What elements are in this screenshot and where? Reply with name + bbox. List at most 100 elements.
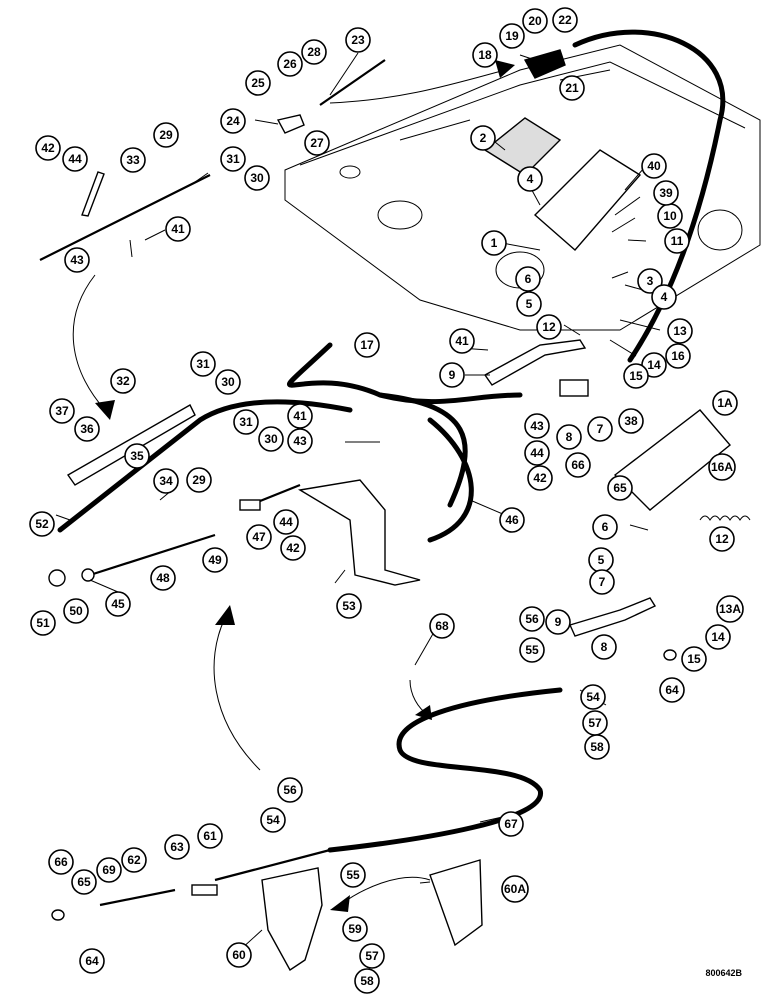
drawing-code: 800642B — [705, 968, 742, 978]
svg-text:21: 21 — [565, 81, 579, 95]
callout-35: 35 — [124, 443, 150, 469]
callout-14: 14 — [641, 352, 667, 378]
cable-67 — [327, 687, 563, 853]
callout-43c: 43 — [524, 413, 550, 439]
callout-65: 65 — [607, 475, 633, 501]
callout-22: 22 — [552, 7, 578, 33]
callout-23: 23 — [345, 27, 371, 53]
cable-lower-end — [214, 848, 331, 882]
callout-5b: 5 — [588, 547, 614, 573]
svg-text:45: 45 — [111, 597, 125, 611]
svg-text:42: 42 — [41, 141, 55, 155]
callout-18: 18 — [472, 42, 498, 68]
svg-text:16: 16 — [671, 349, 685, 363]
callout-20: 20 — [522, 8, 548, 34]
svg-text:11: 11 — [671, 234, 684, 248]
svg-text:28: 28 — [307, 45, 321, 59]
svg-text:59: 59 — [348, 922, 362, 936]
svg-text:22: 22 — [558, 13, 572, 27]
callout-59: 59 — [342, 916, 368, 942]
callout-52: 52 — [29, 511, 55, 537]
callout-1: 1 — [481, 230, 507, 256]
pedal-assembly — [533, 149, 642, 251]
callout-61: 61 — [197, 823, 223, 849]
callout-57b: 57 — [359, 943, 385, 969]
svg-text:67: 67 — [504, 817, 518, 831]
callout-9: 9 — [439, 362, 465, 388]
svg-text:31: 31 — [196, 357, 210, 371]
svg-text:62: 62 — [127, 853, 141, 867]
svg-text:50: 50 — [69, 604, 83, 618]
svg-text:31: 31 — [226, 152, 240, 166]
callout-37: 37 — [49, 398, 75, 424]
svg-text:58: 58 — [360, 974, 374, 988]
callout-49: 49 — [202, 547, 228, 573]
svg-text:30: 30 — [250, 171, 264, 185]
svg-text:1A: 1A — [717, 396, 733, 410]
callout-1a: 1A — [712, 390, 738, 416]
rod-62 — [99, 888, 176, 907]
svg-text:43: 43 — [70, 253, 84, 267]
callout-64: 64 — [659, 677, 685, 703]
svg-text:64: 64 — [665, 683, 679, 697]
svg-text:1: 1 — [491, 236, 498, 250]
callout-14b: 14 — [705, 624, 731, 650]
callout-54b: 54 — [260, 807, 286, 833]
rod-main — [39, 174, 211, 261]
callout-60: 60 — [226, 942, 252, 968]
svg-text:48: 48 — [156, 571, 170, 585]
spring — [699, 515, 751, 521]
callout-12: 12 — [536, 314, 562, 340]
callout-57: 57 — [582, 710, 608, 736]
svg-text:65: 65 — [77, 875, 91, 889]
svg-text:6: 6 — [525, 272, 532, 286]
callout-31c: 31 — [233, 409, 259, 435]
callout-66: 66 — [565, 452, 591, 478]
callout-10: 10 — [657, 203, 683, 229]
svg-text:6: 6 — [602, 520, 609, 534]
svg-text:18: 18 — [478, 48, 492, 62]
lever-9-lower — [569, 597, 657, 637]
direction-arrows — [72, 60, 515, 912]
svg-text:15: 15 — [687, 652, 701, 666]
cable-17 — [286, 342, 523, 405]
callout-30c: 30 — [258, 426, 284, 452]
callout-9b: 9 — [545, 609, 571, 635]
svg-text:12: 12 — [715, 532, 729, 546]
svg-text:43: 43 — [293, 434, 307, 448]
svg-text:37: 37 — [55, 404, 69, 418]
callout-13a: 13A — [716, 595, 744, 623]
callout-58b: 58 — [354, 968, 380, 994]
callout-41c: 41 — [287, 403, 313, 429]
callout-67: 67 — [498, 811, 524, 837]
callout-38: 38 — [618, 408, 644, 434]
callout-2: 2 — [470, 125, 496, 151]
callout-31: 31 — [220, 146, 246, 172]
svg-text:46: 46 — [505, 513, 519, 527]
svg-text:13: 13 — [673, 324, 687, 338]
callout-44c: 44 — [524, 440, 550, 466]
hardware — [48, 49, 677, 921]
callout-44: 44 — [62, 146, 88, 172]
callout-55: 55 — [519, 637, 545, 663]
callout-15: 15 — [623, 363, 649, 389]
svg-text:19: 19 — [505, 29, 519, 43]
svg-text:16A: 16A — [711, 460, 733, 474]
svg-text:51: 51 — [36, 616, 50, 630]
callout-54: 54 — [580, 684, 606, 710]
callout-8: 8 — [556, 424, 582, 450]
callout-53: 53 — [336, 593, 362, 619]
callout-45: 45 — [105, 591, 131, 617]
svg-text:10: 10 — [663, 209, 677, 223]
svg-text:32: 32 — [116, 374, 130, 388]
svg-text:7: 7 — [597, 422, 604, 436]
svg-text:8: 8 — [566, 430, 573, 444]
callout-33: 33 — [120, 147, 146, 173]
svg-text:25: 25 — [251, 76, 265, 90]
svg-text:9: 9 — [449, 368, 456, 382]
callout-50: 50 — [63, 598, 89, 624]
cable-23 — [319, 59, 386, 106]
callout-31b: 31 — [190, 351, 216, 377]
bracket-53 — [298, 479, 421, 586]
svg-text:5: 5 — [526, 297, 533, 311]
